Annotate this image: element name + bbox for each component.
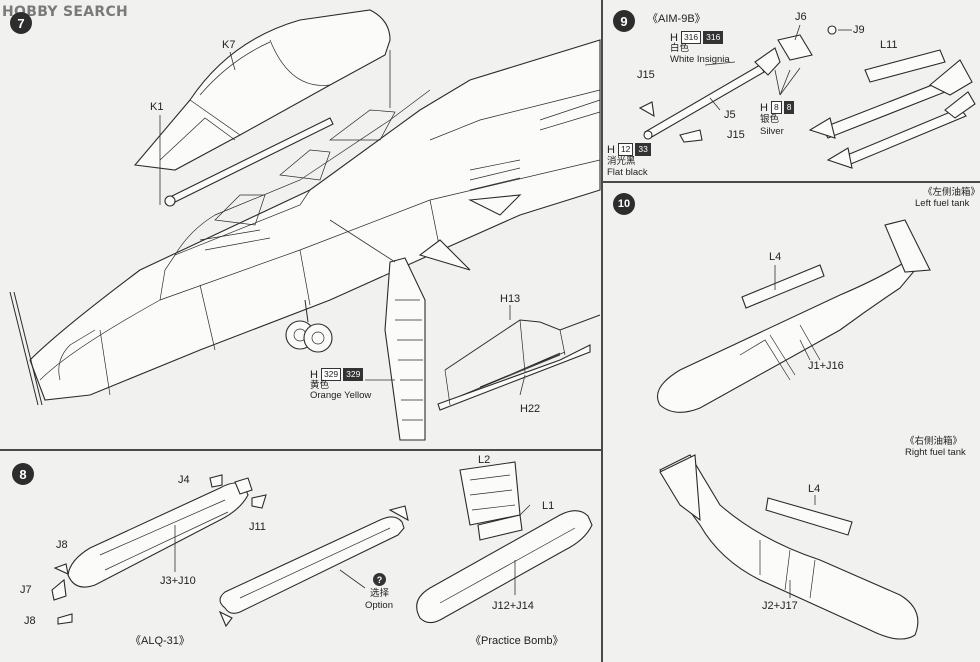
part-j15-upper-label: J15 (637, 69, 655, 81)
paint-silver-zh: 银色 (760, 114, 780, 125)
step-8-number: 8 (19, 466, 27, 482)
leader-silver (774, 67, 801, 96)
part-h13-label: H13 (500, 293, 521, 305)
divider-right-horizontal (602, 181, 980, 183)
caption-practice-bomb: 《Practice Bomb》 (470, 635, 564, 647)
step-10-badge: 10 (613, 193, 635, 215)
part-j15-lower-label: J15 (727, 129, 745, 141)
paint-code-box: 329 (320, 368, 342, 381)
leader-white-paint (704, 61, 736, 66)
paint-code-box: 12 (617, 143, 634, 156)
right-fuel-tank (659, 454, 919, 640)
leader-ladder (329, 219, 396, 263)
part-l1-label: L1 (542, 500, 555, 512)
paint-code-box-dark: 8 (783, 101, 795, 114)
paint-prefix: H (607, 143, 615, 156)
option-icon-symbol: ? (376, 574, 383, 585)
right-tank-title-en: Right fuel tank (905, 447, 966, 458)
leader-j1j16 (799, 339, 811, 361)
paint-code-box-dark: 329 (343, 368, 364, 381)
paint-code-box-dark: 316 (703, 31, 724, 44)
part-j4-label: J4 (178, 474, 190, 486)
option-icon: ? (373, 573, 386, 586)
part-l11-label: L11 (880, 39, 898, 51)
right-tank-part-label: J2+J17 (762, 600, 798, 612)
part-j5-label: J5 (724, 109, 736, 121)
part-j8-top-label: J8 (56, 539, 68, 551)
paint-white-zh: 白色 (670, 43, 690, 54)
aim9b-missile-exploded (638, 25, 837, 143)
paint-prefix: H (760, 101, 768, 114)
part-j11-label: J11 (249, 521, 266, 533)
watermark-logo: HOBBY SEARCH (2, 4, 128, 20)
part-j9-label: J9 (853, 24, 865, 36)
right-tank-l4-label: L4 (808, 483, 821, 495)
boarding-ladder (384, 257, 426, 441)
option-label-zh: 选择 (370, 588, 390, 599)
watermark-text: HOBBY SEARCH (2, 4, 129, 20)
left-fuel-tank (656, 219, 931, 413)
part-j3j10-label: J3+J10 (160, 575, 196, 587)
aim9b-missile-assembled (808, 49, 976, 169)
leader-l1 (519, 504, 531, 516)
part-j6-label: J6 (795, 11, 807, 23)
part-h22-label: H22 (520, 403, 541, 415)
part-k1-rod (164, 117, 334, 207)
divider-vertical (601, 0, 603, 662)
leader-k7 (229, 51, 236, 71)
paint-callout-flat-black: H 12 33 (607, 143, 651, 156)
left-tank-l4-label: L4 (769, 251, 782, 263)
right-tank-title-zh: 《右侧油箱》 (905, 436, 963, 447)
left-tank-title-en: Left fuel tank (915, 198, 970, 209)
paint-silver-en: Silver (760, 126, 784, 137)
step-7-number: 7 (17, 15, 25, 31)
paint-callout-orange-yellow: H 329 329 (310, 368, 364, 381)
option-label-en: Option (365, 600, 393, 611)
left-tank-title-zh: 《左侧油箱》 (923, 187, 980, 198)
paint-name-zh: 黄色 (310, 380, 330, 391)
paint-code-box: 8 (770, 101, 782, 114)
step-9-badge: 9 (613, 10, 635, 32)
practice-bomb-assembled (416, 461, 593, 624)
leader-j6 (794, 24, 801, 41)
divider-left-horizontal (0, 449, 602, 451)
caption-alq31: 《ALQ-31》 (130, 635, 190, 647)
part-l2-label: L2 (478, 454, 491, 466)
part-j8-bottom-label: J8 (24, 615, 36, 627)
alq31-pod-parts (51, 474, 267, 625)
leader-j5 (709, 97, 721, 111)
step-9-title: 《AIM-9B》 (647, 13, 706, 25)
paint-code-box: 316 (680, 31, 702, 44)
leader-option (339, 569, 366, 589)
alq31-pod-assembled (67, 477, 253, 588)
step-10-number: 10 (617, 198, 631, 210)
paint-name-en: Orange Yellow (310, 390, 372, 401)
part-j12j14-label: J12+J14 (492, 600, 534, 612)
step-8-badge: 8 (12, 463, 34, 485)
paint-callout-silver: H 8 8 (760, 101, 795, 114)
part-j7-label: J7 (20, 584, 32, 596)
practice-bomb-option (218, 505, 409, 628)
paint-white-en: White Insignia (670, 54, 730, 65)
step-7-badge: 7 (10, 12, 32, 34)
paint-callout-white: H 316 316 (670, 31, 724, 44)
canopy-k7 (133, 9, 391, 171)
step-9-number: 9 (620, 13, 628, 29)
fuselage-drawing (9, 39, 601, 406)
paint-black-zh: 消光黑 (607, 156, 636, 167)
part-k1-label: K1 (150, 101, 164, 113)
part-k7-label: K7 (222, 39, 236, 51)
paint-prefix: H (670, 31, 678, 44)
paint-code-box-dark: 33 (635, 143, 651, 156)
leader-h22 (519, 374, 526, 396)
ladder-h13-h22 (437, 314, 601, 411)
paint-black-en: Flat black (607, 167, 648, 178)
paint-prefix: H (310, 368, 318, 381)
left-tank-part-label: J1+J16 (808, 360, 844, 372)
